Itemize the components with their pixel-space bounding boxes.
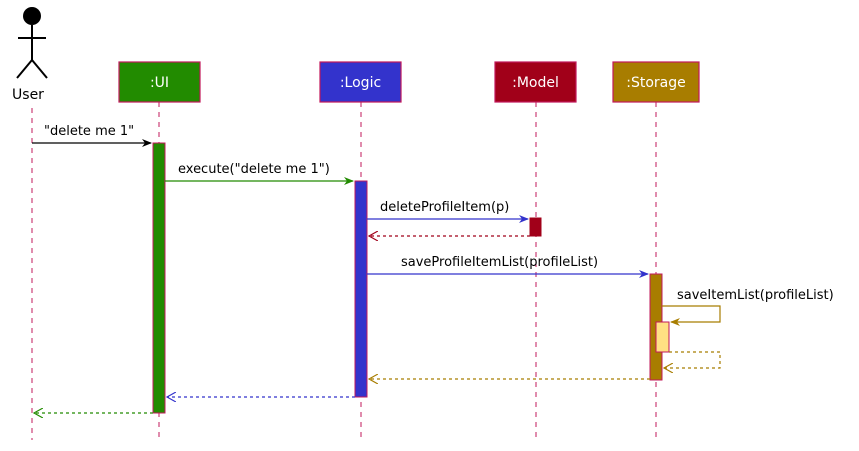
message-2: execute("delete me 1") xyxy=(165,162,354,185)
participant-logic-label: :Logic xyxy=(340,75,381,91)
participant-logic-box xyxy=(319,61,402,103)
participant-storage-box xyxy=(612,61,700,103)
message-1-label: "delete me 1" xyxy=(44,124,134,139)
message-1: "delete me 1" xyxy=(32,124,152,147)
message-6-self-call: saveItemList(profileList) xyxy=(662,288,834,326)
activation-storage-nested xyxy=(655,321,670,353)
actor-label: User xyxy=(12,87,44,103)
message-2-label: execute("delete me 1") xyxy=(178,162,330,177)
lifelines xyxy=(31,102,657,440)
activation-model xyxy=(529,217,542,237)
message-7-self-return xyxy=(664,351,721,368)
message-3: deleteProfileItem(p) xyxy=(367,200,529,223)
message-6-label: saveItemList(profileList) xyxy=(677,288,834,303)
participant-ui: :UI xyxy=(118,61,201,103)
activations xyxy=(152,142,670,414)
participant-model-label: :Model xyxy=(512,75,559,91)
activation-ui xyxy=(152,142,166,414)
participant-logic: :Logic xyxy=(319,61,402,103)
participant-model: :Model xyxy=(494,61,577,103)
participant-model-box xyxy=(494,61,577,103)
message-5-label: saveProfileItemList(profileList) xyxy=(401,255,598,270)
message-5: saveProfileItemList(profileList) xyxy=(367,255,649,278)
stick-figure-icon xyxy=(16,7,48,79)
message-7-arrow xyxy=(664,351,721,368)
activation-logic xyxy=(354,180,368,398)
participant-ui-box xyxy=(118,61,201,103)
actor-user: User xyxy=(12,7,48,103)
message-3-label: deleteProfileItem(p) xyxy=(380,200,509,215)
participant-storage-label: :Storage xyxy=(626,75,686,91)
participant-ui-label: :UI xyxy=(150,75,169,91)
message-6-arrow xyxy=(662,305,721,326)
participant-storage: :Storage xyxy=(612,61,700,103)
